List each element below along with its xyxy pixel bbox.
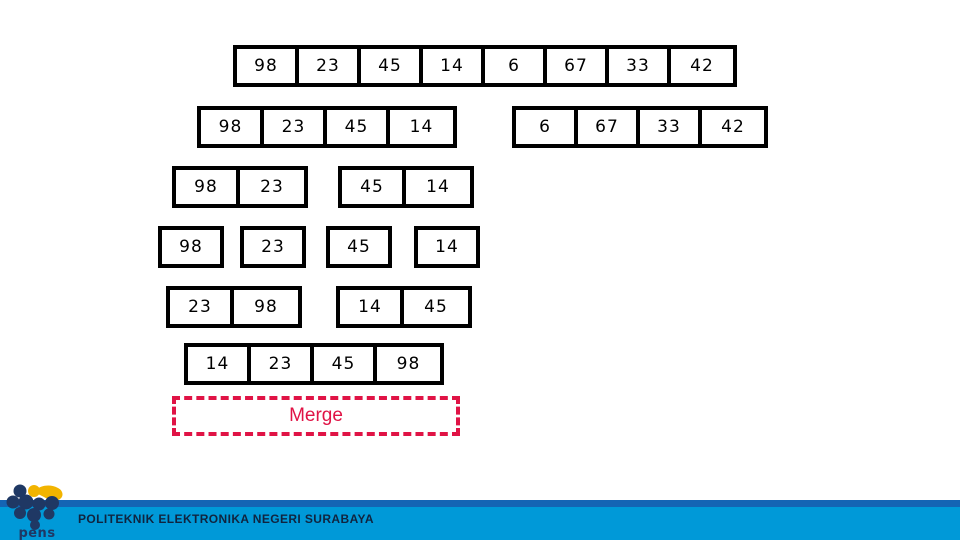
array-cell: 14 — [390, 110, 453, 144]
array-cell: 45 — [327, 110, 390, 144]
array-cell: 14 — [340, 290, 404, 324]
array-cell: 98 — [234, 290, 298, 324]
array-cell: 23 — [240, 170, 304, 204]
array-cell: 6 — [485, 49, 547, 83]
array-cell: 98 — [377, 347, 440, 381]
array-cell: 67 — [578, 110, 640, 144]
array-cell: 98 — [201, 110, 264, 144]
merge-callout-box: Merge — [172, 396, 460, 436]
array-cell: 98 — [158, 226, 224, 268]
array-cell: 45 — [404, 290, 468, 324]
array-cell: 14 — [406, 170, 470, 204]
array-cell: 98 — [237, 49, 299, 83]
array-cell: 45 — [314, 347, 377, 381]
array-cell: 33 — [609, 49, 671, 83]
array-cell: 23 — [240, 226, 306, 268]
array-cell: 14 — [423, 49, 485, 83]
array-cell: 6 — [516, 110, 578, 144]
array-cell: 14 — [414, 226, 480, 268]
array-cell: 67 — [547, 49, 609, 83]
array-cell: 23 — [170, 290, 234, 324]
array-cell: 45 — [326, 226, 392, 268]
array-cell: 33 — [640, 110, 702, 144]
array-cell: 23 — [264, 110, 327, 144]
pens-logo: pens — [4, 478, 70, 541]
merge-label: Merge — [289, 405, 343, 426]
array-cell: 42 — [702, 110, 764, 144]
array-cell: 98 — [176, 170, 240, 204]
array-cell: 42 — [671, 49, 733, 83]
array-cell: 23 — [251, 347, 314, 381]
array-cell: 14 — [188, 347, 251, 381]
svg-text:pens: pens — [18, 526, 55, 540]
array-cell: 23 — [299, 49, 361, 83]
footer-accent-strip — [0, 500, 960, 507]
pens-logo-icon: pens — [6, 484, 63, 541]
array-cell: 45 — [342, 170, 406, 204]
footer-bar — [0, 500, 960, 540]
footer-institution-name: POLITEKNIK ELEKTRONIKA NEGERI SURABAYA — [78, 512, 374, 526]
array-cell: 45 — [361, 49, 423, 83]
